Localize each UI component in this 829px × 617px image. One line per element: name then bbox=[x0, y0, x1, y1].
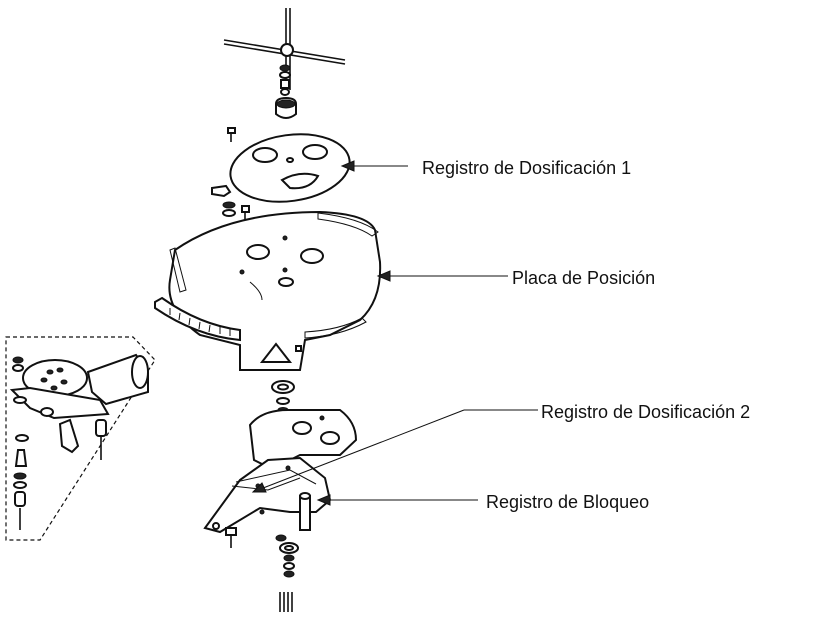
dosing-register-2-bracket bbox=[248, 409, 358, 470]
callout-dosing-register-1: Registro de Dosificación 1 bbox=[422, 158, 631, 178]
cross-handle bbox=[223, 8, 346, 90]
position-plate bbox=[154, 210, 382, 371]
inset-motor-assembly bbox=[5, 336, 156, 541]
wing-nut bbox=[211, 184, 250, 220]
screw-top-left bbox=[227, 127, 236, 142]
callout-locking-register: Registro de Bloqueo bbox=[486, 492, 649, 512]
knob bbox=[275, 96, 297, 119]
dosing-register-1-disk bbox=[229, 133, 351, 203]
washer-stack-middle bbox=[271, 380, 295, 413]
callout-dosing-register-2: Registro de Dosificación 2 bbox=[541, 402, 750, 422]
callout-position-plate: Placa de Posición bbox=[512, 268, 655, 288]
bottom-hardware bbox=[225, 527, 299, 612]
top-hardware-stack bbox=[279, 64, 291, 96]
callout-leaders bbox=[251, 160, 538, 506]
locking-register-arm bbox=[203, 456, 332, 534]
